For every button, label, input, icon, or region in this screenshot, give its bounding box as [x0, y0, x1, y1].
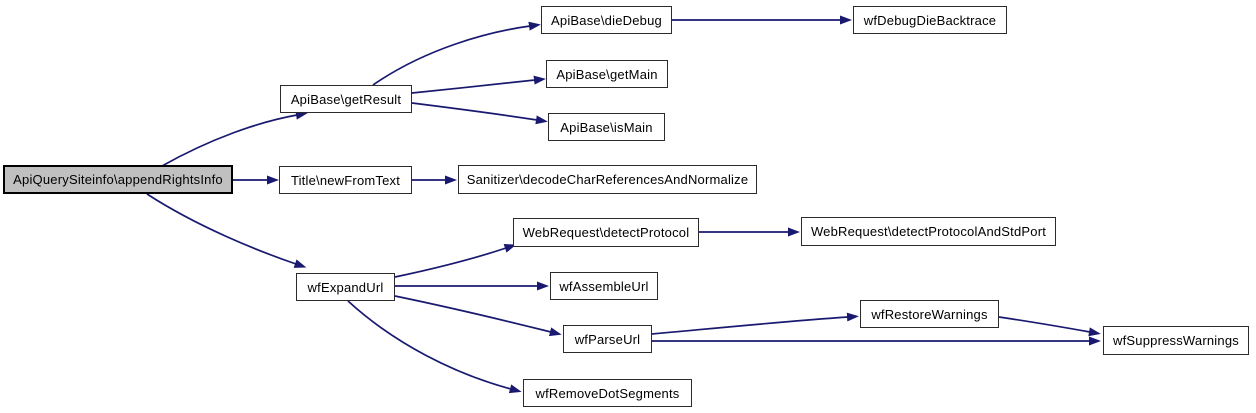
node-wfexpandurl[interactable]: wfExpandUrl — [296, 273, 395, 301]
edge-wfexpandurl-wfremovedotsegments — [347, 300, 522, 394]
node-apiquerysiteinfo-appendrightsinfo: ApiQuerySiteinfo\appendRightsInfo — [3, 165, 233, 194]
edge-appendrightsinfo-wfexpandurl — [146, 193, 307, 268]
edge-appendrightsinfo-getresult — [161, 110, 308, 167]
node-wfparseurl[interactable]: wfParseUrl — [563, 325, 652, 353]
edge-wfexpandurl-detectprotocol — [394, 244, 517, 278]
node-wfrestorewarnings[interactable]: wfRestoreWarnings — [860, 300, 999, 328]
node-wfassembleurl[interactable]: wfAssembleUrl — [550, 272, 658, 300]
node-webrequest-detectprotocol[interactable]: WebRequest\detectProtocol — [513, 218, 699, 247]
node-apibase-ismain[interactable]: ApiBase\isMain — [548, 113, 665, 141]
node-apibase-diedebug[interactable]: ApiBase\dieDebug — [541, 6, 672, 34]
edge-getresult-ismain — [411, 102, 548, 125]
node-sanitizer-decodecharreferencesandnormalize[interactable]: Sanitizer\decodeCharReferencesAndNormali… — [458, 165, 757, 194]
node-webrequest-detectprotocolandstdport[interactable]: WebRequest\detectProtocolAndStdPort — [801, 217, 1056, 246]
edge-wfparseurl-wfrestorewarnings — [651, 312, 859, 335]
node-wfsuppresswarnings[interactable]: wfSuppressWarnings — [1103, 326, 1249, 355]
node-wfdebugdiebacktrace[interactable]: wfDebugDieBacktrace — [853, 6, 1007, 34]
edge-wfrestorewarnings-wfsuppresswarnings — [998, 316, 1101, 337]
node-wfremovedotsegments[interactable]: wfRemoveDotSegments — [523, 379, 692, 407]
edge-wfexpandurl-wfparseurl — [394, 295, 562, 337]
node-apibase-getresult[interactable]: ApiBase\getResult — [280, 85, 412, 113]
node-title-newfromtext[interactable]: Title\newFromText — [279, 166, 412, 194]
node-apibase-getmain[interactable]: ApiBase\getMain — [546, 60, 668, 88]
edge-getresult-diedebug — [372, 21, 541, 86]
edge-getresult-getmain — [411, 75, 546, 94]
